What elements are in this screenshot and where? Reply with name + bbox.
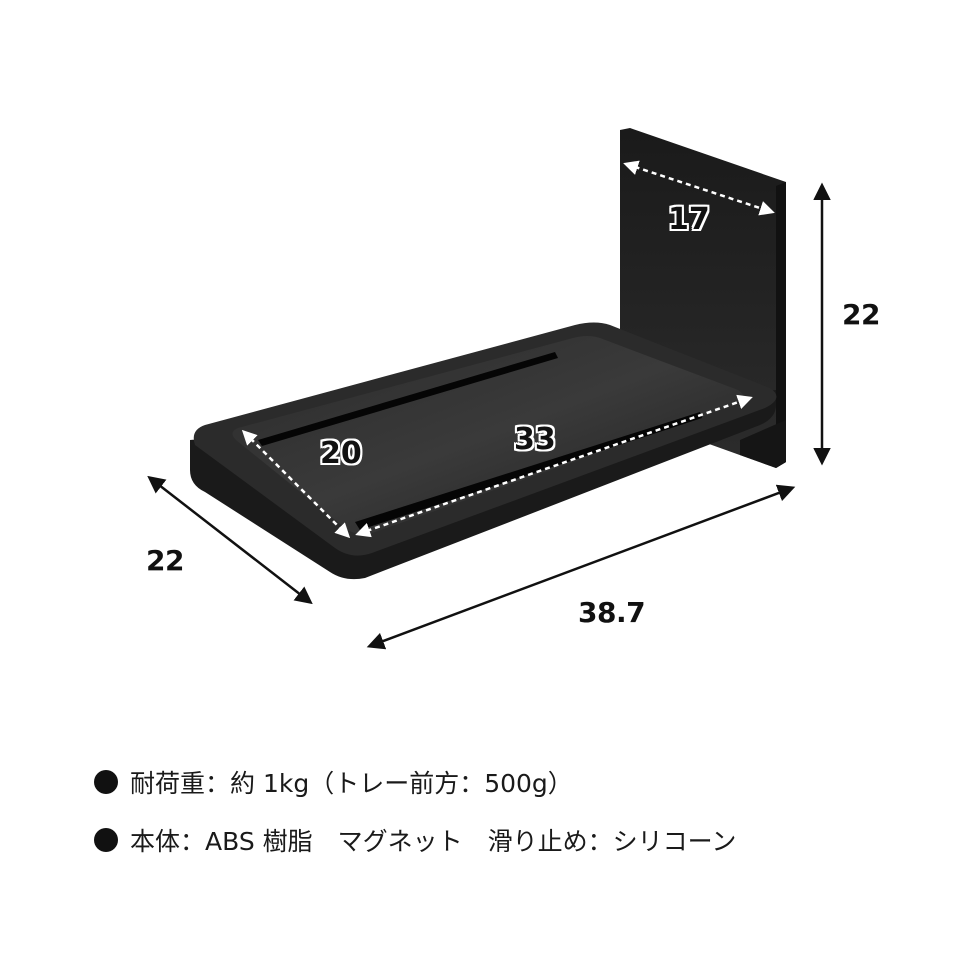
bullet-icon	[94, 770, 118, 794]
tray-depth-label: 20	[320, 436, 362, 471]
product-dimension-diagram	[147, 128, 831, 650]
height-dimension-label: 22	[842, 298, 880, 331]
spec-load-capacity: 耐荷重：約 1kg（トレー前方：500g）	[94, 760, 736, 804]
tray-width-label: 33	[514, 422, 556, 457]
width-dimension-label: 38.7	[578, 596, 646, 629]
spec-materials: 本体：ABS 樹脂 マグネット 滑り止め：シリコーン	[94, 818, 736, 862]
depth-dimension-label: 22	[146, 544, 184, 577]
panel-width-label: 17	[668, 202, 710, 237]
tray	[190, 322, 777, 580]
spec-text: 本体：ABS 樹脂 マグネット 滑り止め：シリコーン	[130, 827, 737, 856]
bullet-icon	[94, 828, 118, 852]
spec-text: 耐荷重：約 1kg（トレー前方：500g）	[130, 769, 573, 798]
overall-dimension-lines	[147, 182, 831, 650]
spec-list: 耐荷重：約 1kg（トレー前方：500g） 本体：ABS 樹脂 マグネット 滑り…	[94, 760, 736, 876]
